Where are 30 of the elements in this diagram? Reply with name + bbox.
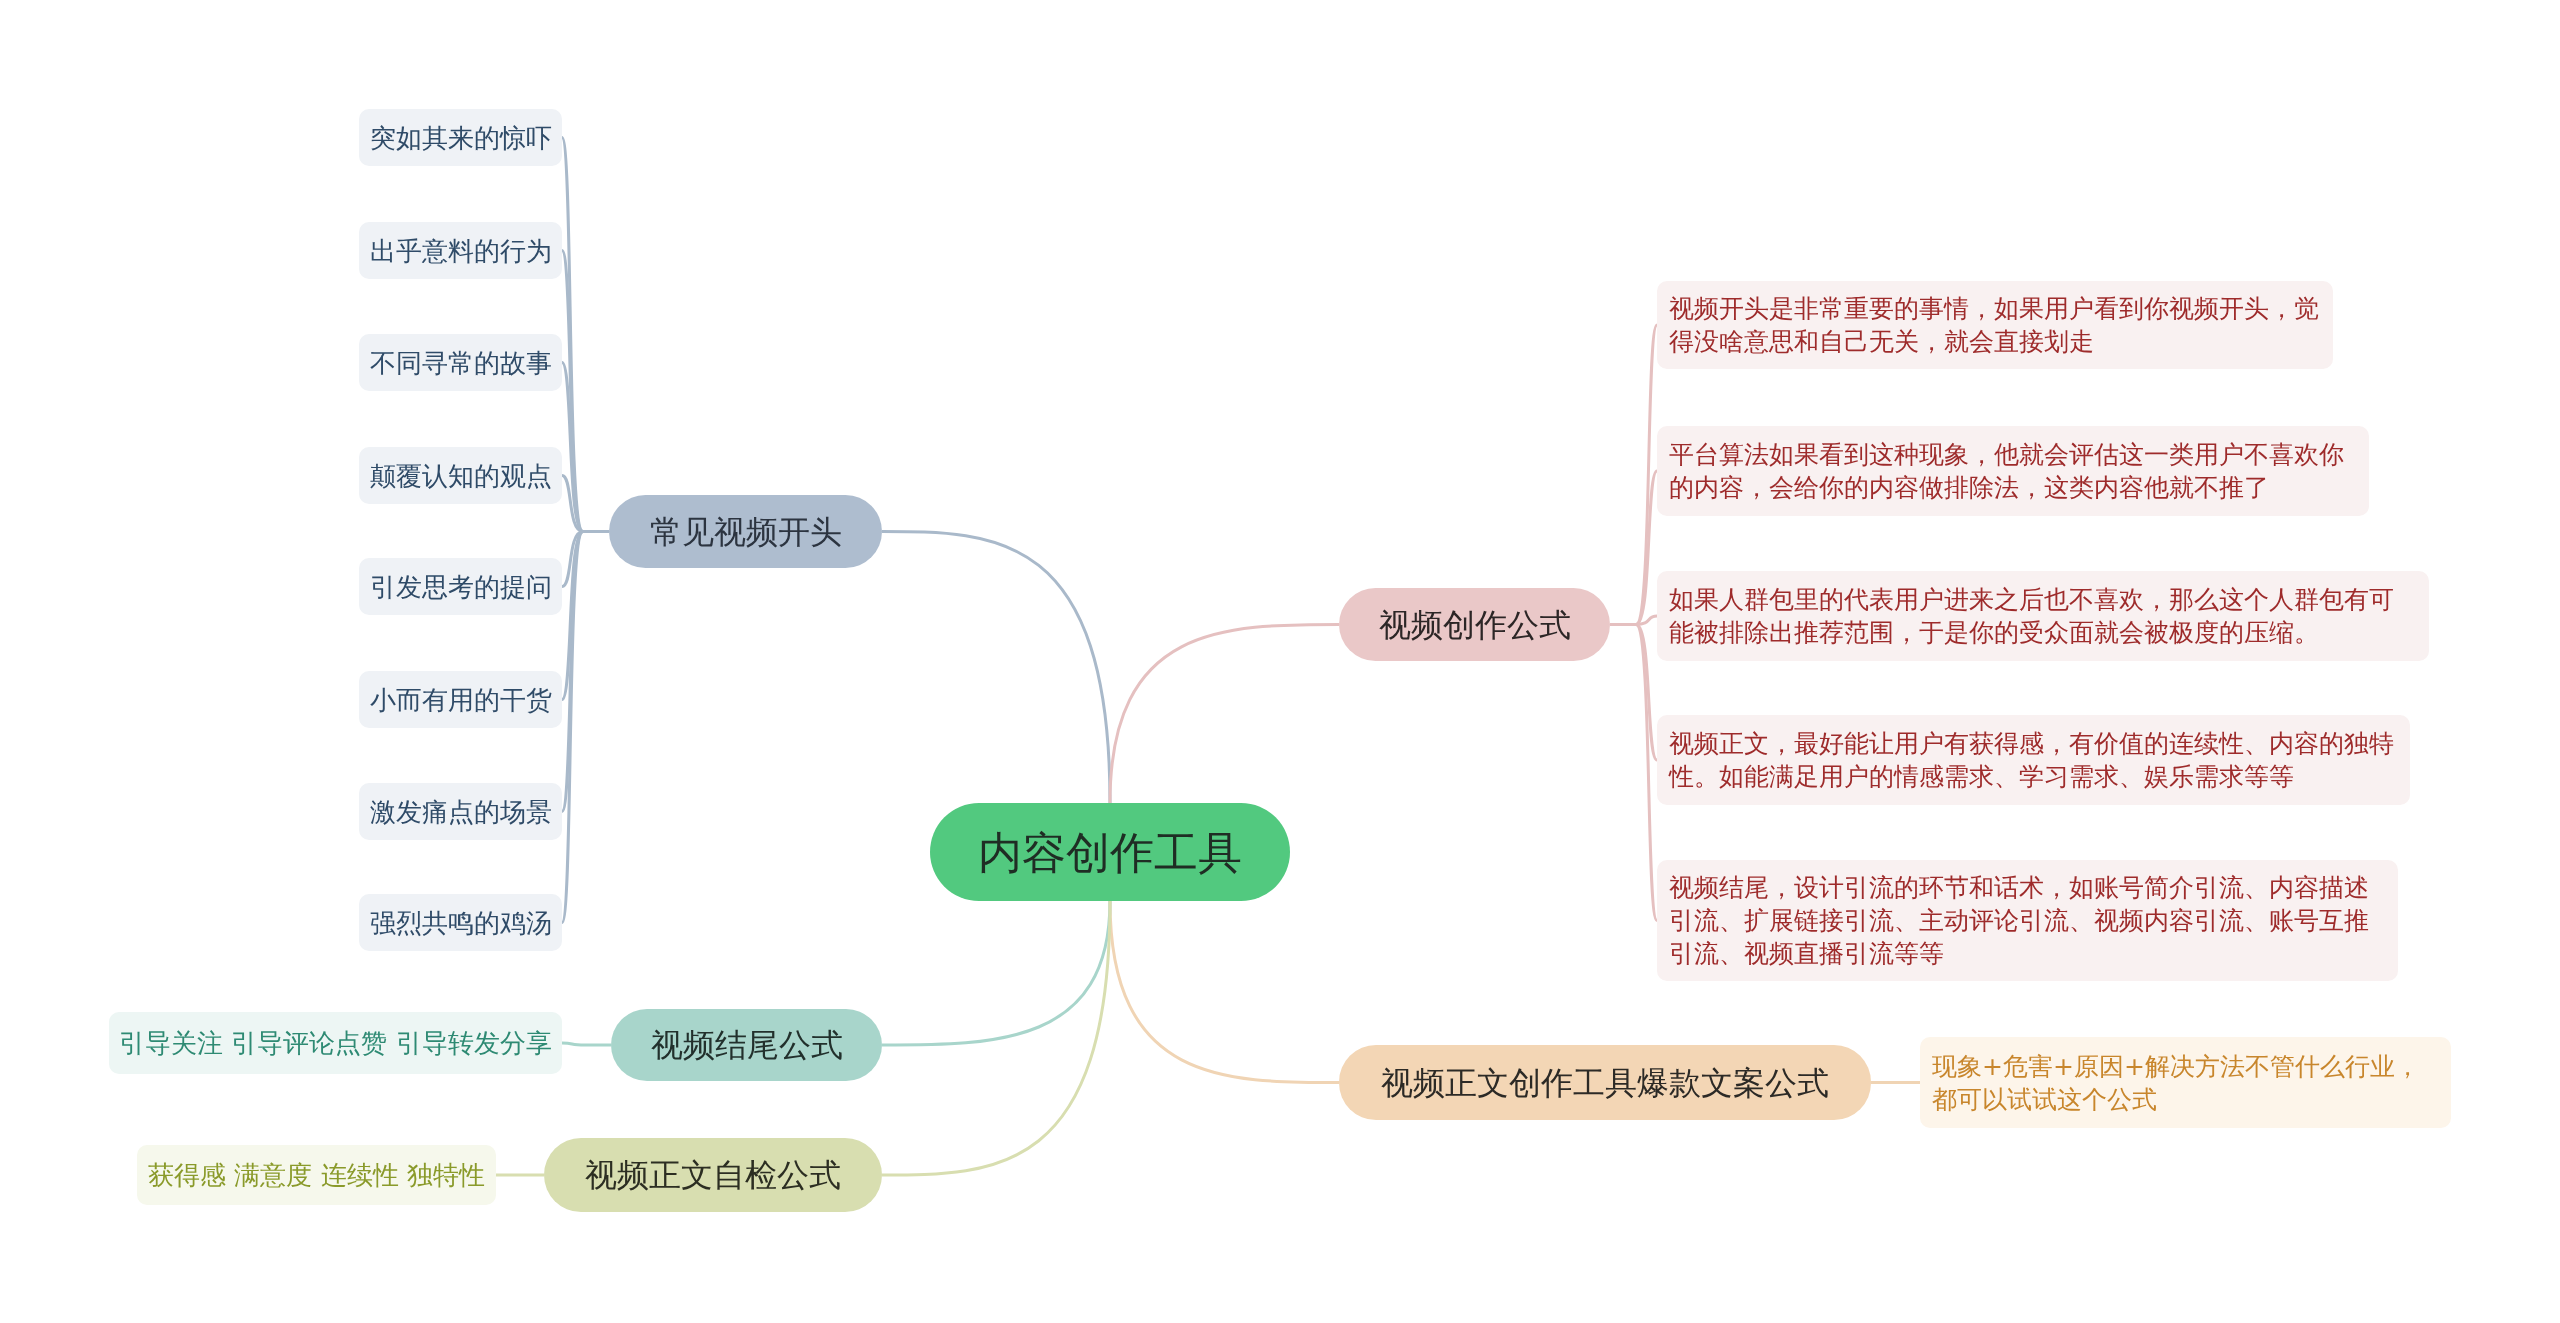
connector-line xyxy=(882,900,1112,1177)
leaf-topic: 不同寻常的故事 xyxy=(359,334,562,391)
leaf-topic: 视频正文，最好能让用户有获得感，有价值的连续性、内容的独特性。如能满足用户的情感需求、学习需求、娱乐需求等等 xyxy=(1657,715,2410,805)
leaf-topic: 突如其来的惊吓 xyxy=(359,109,562,166)
branch-topic: 视频正文创作工具爆款文案公式 xyxy=(1339,1045,1871,1120)
connector-line xyxy=(1108,900,1339,1084)
leaf-topic: 视频开头是非常重要的事情，如果用户看到你视频开头，觉得没啥意思和自己无关，就会直接划走 xyxy=(1657,281,2333,369)
connector-line xyxy=(1871,1081,1920,1084)
leaf-topic: 小而有用的干货 xyxy=(359,671,562,728)
root-topic: 内容创作工具 xyxy=(930,803,1290,901)
leaf-topic: 激发痛点的场景 xyxy=(359,783,562,840)
leaf-topic: 强烈共鸣的鸡汤 xyxy=(359,894,562,951)
leaf-topic: 平台算法如果看到这种现象，他就会评估这一类用户不喜欢你的内容，会给你的内容做排除法，这类内容他就不推了 xyxy=(1657,426,2369,516)
branch-topic: 视频创作公式 xyxy=(1339,588,1610,661)
connector-line xyxy=(561,1041,611,1047)
connector-line xyxy=(1108,623,1339,804)
leaf-topic: 现象+危害+原因+解决方法不管什么行业，都可以试试这个公式 xyxy=(1920,1037,2451,1128)
connector-line xyxy=(1610,623,1659,922)
leaf-topic: 获得感 满意度 连续性 独特性 xyxy=(137,1145,496,1205)
connector-line xyxy=(496,1173,544,1177)
branch-topic: 视频正文自检公式 xyxy=(544,1138,882,1212)
leaf-topic: 视频结尾，设计引流的环节和话术，如账号简介引流、内容描述引流、扩展链接引流、主动评论引流、视频内容引流、账号互推引流、视频直播引流等等 xyxy=(1657,860,2398,981)
branch-topic: 常见视频开头 xyxy=(609,495,882,568)
leaf-topic: 引发思考的提问 xyxy=(359,558,562,615)
leaf-topic: 引导关注 引导评论点赞 引导转发分享 xyxy=(109,1012,562,1074)
leaf-topic: 如果人群包里的代表用户进来之后也不喜欢，那么这个人群包有可能被排除出推荐范围，于是你的受众面就会被极度的压缩。 xyxy=(1657,571,2429,661)
leaf-topic: 出乎意料的行为 xyxy=(359,222,562,279)
connector-line xyxy=(882,530,1112,804)
branch-topic: 视频结尾公式 xyxy=(611,1009,882,1081)
leaf-topic: 颠覆认知的观点 xyxy=(359,447,562,504)
